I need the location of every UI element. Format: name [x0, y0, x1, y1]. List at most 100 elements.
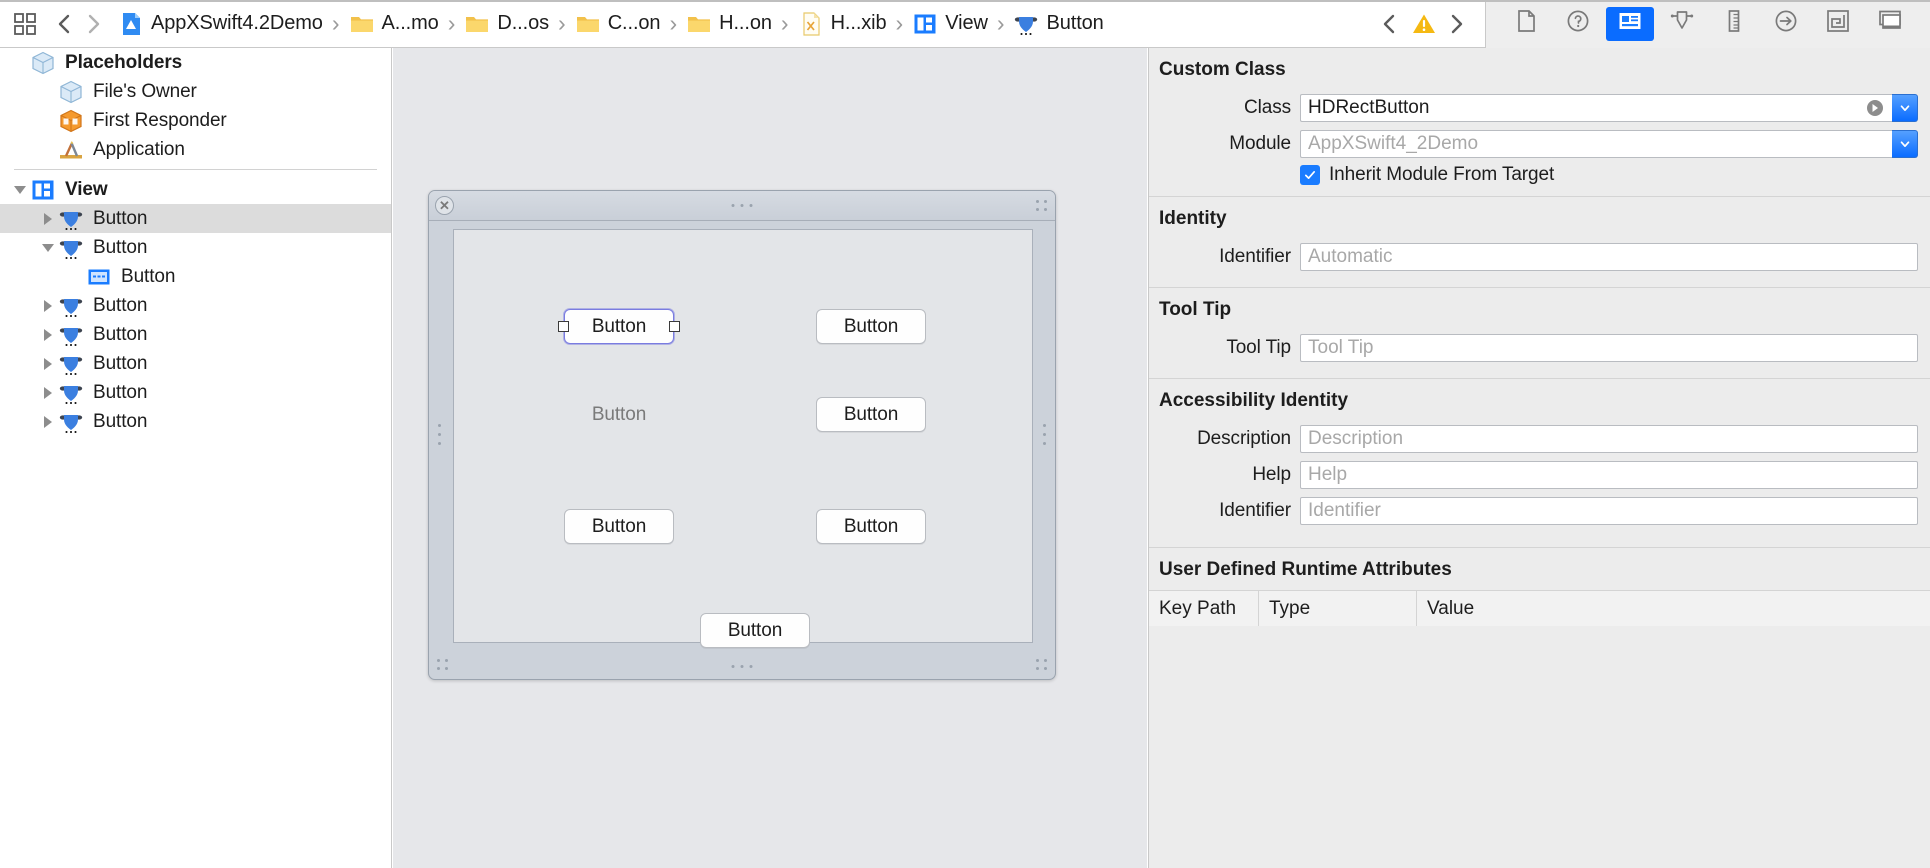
accessibility-identifier-input[interactable]: Identifier [1300, 497, 1918, 525]
accessibility-description-row: Description Description [1149, 421, 1930, 457]
module-field-row: Module AppXSwift4_2Demo [1149, 126, 1930, 162]
runtime-attr-column-type[interactable]: Type [1259, 591, 1417, 626]
inherit-module-checkbox[interactable] [1300, 165, 1320, 185]
breadcrumb-separator: › [669, 10, 678, 36]
breadcrumb-item-view[interactable]: View [912, 0, 988, 47]
help-input[interactable]: Help [1300, 461, 1918, 489]
module-dropdown-button[interactable] [1892, 130, 1918, 158]
canvas-button-3[interactable]: Button [564, 397, 674, 432]
disclosure-triangle-icon[interactable] [10, 175, 30, 204]
runtime-attr-column-key-path[interactable]: Key Path [1149, 591, 1259, 626]
tab-identity-inspector[interactable] [1606, 6, 1654, 41]
xcode-project-icon [118, 11, 144, 37]
inherit-module-row[interactable]: Inherit Module From Target [1149, 162, 1930, 196]
bottom-resize-dots[interactable] [731, 665, 753, 668]
warning-triangle-icon[interactable] [1411, 11, 1437, 37]
jump-bar-left: AppXSwift4.2Demo›A...mo›D...os›C...on›H.… [0, 0, 1377, 47]
previous-issue-button[interactable] [1377, 4, 1403, 44]
outline-row-label: Button [93, 323, 148, 345]
description-input[interactable]: Description [1300, 425, 1918, 453]
right-resize-dots[interactable] [1043, 424, 1046, 445]
grid-icon[interactable] [12, 11, 38, 37]
outline-row-button[interactable]: Button [0, 204, 391, 233]
outline-row-placeholders[interactable]: Placeholders [0, 48, 391, 77]
disclosure-triangle-icon[interactable] [38, 233, 58, 262]
outline-row-label: Button [93, 352, 148, 374]
canvas-button-2[interactable]: Button [816, 309, 926, 344]
top-right-resize-dots[interactable] [1036, 200, 1047, 211]
outline-row-button[interactable]: Button [0, 349, 391, 378]
back-button[interactable] [52, 4, 78, 44]
tab-view-effects-inspector[interactable] [1866, 7, 1914, 41]
disclosure-triangle-icon[interactable] [38, 291, 58, 320]
tab-bindings-inspector[interactable] [1814, 7, 1862, 41]
nsbutton-icon [58, 293, 84, 319]
disclosure-triangle-icon[interactable] [38, 204, 58, 233]
tab-file-inspector[interactable] [1502, 7, 1550, 41]
tab-connections-inspector[interactable] [1658, 7, 1706, 41]
outline-row-button[interactable]: Button [0, 378, 391, 407]
breadcrumb-item-d-os[interactable]: D...os [464, 0, 549, 47]
runtime-attributes-table-body[interactable] [1149, 626, 1930, 826]
bottom-right-resize-dots[interactable] [1036, 659, 1047, 670]
breadcrumb-item-appxswift4-2demo[interactable]: AppXSwift4.2Demo [118, 0, 323, 47]
breadcrumb-item-h-xib[interactable]: H...xib [798, 0, 887, 47]
resize-handle-left[interactable] [558, 320, 569, 332]
class-dropdown-button[interactable] [1892, 94, 1918, 122]
identity-inspector-panel[interactable]: Custom Class Class HDRectButton Module A… [1148, 48, 1930, 868]
outline-row-button[interactable]: Button [0, 407, 391, 436]
runtime-attr-column-value[interactable]: Value [1427, 597, 1475, 619]
breadcrumb-item-button[interactable]: Button [1013, 0, 1104, 47]
module-input[interactable]: AppXSwift4_2Demo [1300, 130, 1892, 158]
outline-row-view[interactable]: View [0, 175, 391, 204]
canvas-button-7[interactable]: Button [700, 613, 810, 648]
close-icon[interactable]: ✕ [435, 196, 454, 215]
breadcrumb: AppXSwift4.2Demo›A...mo›D...os›C...on›H.… [118, 0, 1104, 47]
resize-handle-right[interactable] [669, 320, 680, 332]
ib-window-titlebar[interactable]: ✕ [429, 191, 1055, 221]
class-input[interactable]: HDRectButton [1300, 94, 1892, 122]
outline-row-button[interactable]: Button [0, 262, 391, 291]
outline-row-button[interactable]: Button [0, 320, 391, 349]
breadcrumb-item-c-on[interactable]: C...on [575, 0, 661, 47]
canvas-button-label: Button [591, 315, 647, 337]
bottom-left-resize-dots[interactable] [437, 659, 448, 670]
breadcrumb-item-a-mo[interactable]: A...mo [349, 0, 439, 47]
outline-row-application[interactable]: Application [0, 135, 391, 164]
disclosure-triangle-icon[interactable] [38, 349, 58, 378]
disclosure-triangle-icon[interactable] [38, 378, 58, 407]
tab-attributes-inspector[interactable] [1762, 7, 1810, 41]
left-resize-dots[interactable] [438, 424, 441, 445]
canvas-button-4[interactable]: Button [816, 397, 926, 432]
outline-row-label: Button [93, 381, 148, 403]
inspector-tab-bar [1485, 0, 1930, 48]
outline-row-label: Button [93, 207, 148, 229]
document-icon [1513, 8, 1539, 39]
canvas-button-5[interactable]: Button [564, 509, 674, 544]
disclosure-triangle-icon[interactable] [38, 407, 58, 436]
breadcrumb-item-h-on[interactable]: H...on [686, 0, 772, 47]
outline-row-button[interactable]: Button [0, 291, 391, 320]
tab-quick-help-inspector[interactable] [1554, 7, 1602, 41]
disclosure-triangle-icon[interactable] [38, 320, 58, 349]
canvas-button-6[interactable]: Button [816, 509, 926, 544]
identifier-input[interactable]: Automatic [1300, 243, 1918, 271]
canvas-button-1[interactable]: Button [564, 309, 674, 344]
outline-row-button[interactable]: Button [0, 233, 391, 262]
twisty-spacer [38, 77, 58, 106]
outline-row-file-s-owner[interactable]: File's Owner [0, 77, 391, 106]
next-issue-button[interactable] [1443, 4, 1469, 44]
description-label: Description [1197, 428, 1291, 449]
titlebar-resize-dots[interactable] [731, 204, 753, 207]
outline-row-first-responder[interactable]: First Responder [0, 106, 391, 135]
forward-button[interactable] [80, 4, 106, 44]
tab-size-inspector[interactable] [1710, 7, 1758, 41]
outline-row-label: Button [93, 294, 148, 316]
tooltip-input[interactable]: Tool Tip [1300, 334, 1918, 362]
arrow-circle-icon[interactable] [1865, 98, 1885, 118]
twisty-spacer [38, 106, 58, 135]
